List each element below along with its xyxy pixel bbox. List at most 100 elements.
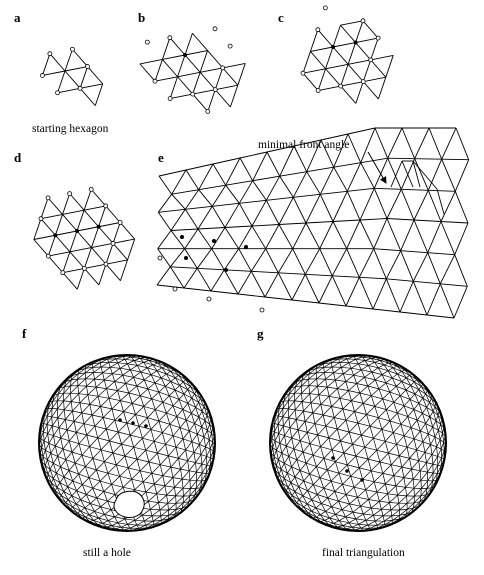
mesh-edge xyxy=(51,416,53,426)
mesh-edge xyxy=(94,417,104,427)
front-vertex xyxy=(190,91,196,97)
mesh-edge xyxy=(112,452,117,465)
mesh-edge xyxy=(117,390,121,401)
mesh-edge xyxy=(159,455,169,465)
mesh-edge xyxy=(293,145,308,172)
mesh-edge xyxy=(439,283,455,319)
mesh-edge xyxy=(107,358,110,363)
mesh-edge xyxy=(239,151,268,159)
mesh-edge xyxy=(102,520,109,524)
mesh-edge xyxy=(79,402,83,413)
mesh-edge xyxy=(151,391,160,400)
mesh-edge xyxy=(331,275,347,307)
mesh-edge xyxy=(333,166,348,192)
mesh-edge xyxy=(162,475,173,478)
mesh-edge xyxy=(169,248,186,268)
mesh-edge xyxy=(178,449,186,459)
mesh-edge xyxy=(47,433,50,444)
mesh-edge xyxy=(120,367,131,371)
mesh-edge xyxy=(127,360,135,365)
mesh-edge xyxy=(102,367,111,374)
interior-vertex xyxy=(224,268,228,272)
mesh-edge xyxy=(143,360,150,363)
mesh-edge xyxy=(118,431,131,436)
mesh-edge xyxy=(54,487,58,491)
mesh-edge xyxy=(340,24,356,43)
mesh-edge xyxy=(68,440,73,453)
mesh-edge xyxy=(250,271,266,298)
mesh-edge xyxy=(142,514,153,517)
front-vertex xyxy=(338,83,344,89)
mesh-edge xyxy=(374,187,402,190)
mesh-edge xyxy=(70,401,73,412)
mesh-edge xyxy=(385,55,394,78)
mesh-edge xyxy=(108,362,111,368)
mesh-edge xyxy=(172,427,181,437)
mesh-edge xyxy=(42,450,46,457)
mesh-edge xyxy=(138,426,143,439)
mesh-edge xyxy=(133,377,138,387)
mesh-edge xyxy=(162,37,171,60)
mesh-edge xyxy=(302,51,311,74)
mesh-edge xyxy=(168,455,172,468)
mesh-edge xyxy=(84,263,107,269)
front-vertex xyxy=(375,35,381,41)
mesh-edge xyxy=(117,518,125,524)
mesh-edge xyxy=(64,66,88,72)
mesh-edge xyxy=(76,423,85,433)
panel-label-d: d xyxy=(14,150,22,165)
mesh-edge xyxy=(180,469,183,480)
mesh-edge xyxy=(156,485,166,495)
mesh-edge xyxy=(86,425,96,436)
mesh-edge xyxy=(265,248,279,274)
mesh-edge xyxy=(277,272,293,301)
mesh-edge xyxy=(355,20,364,43)
front-vertex xyxy=(38,216,44,222)
mesh-edge xyxy=(180,460,188,470)
sphere-f xyxy=(38,354,216,532)
mesh-edge xyxy=(106,388,110,399)
mesh-edge xyxy=(151,464,161,474)
mesh-edge xyxy=(304,248,321,275)
mesh-edge xyxy=(108,358,117,363)
mesh-edge xyxy=(119,467,129,477)
mesh-edge xyxy=(106,428,119,433)
mesh-edge xyxy=(124,518,135,521)
mesh-edge xyxy=(159,502,169,511)
mesh-edge xyxy=(399,281,414,313)
mesh-edge xyxy=(72,48,88,67)
mesh-edge xyxy=(104,509,112,515)
mesh-edge xyxy=(106,381,115,389)
mesh-edge xyxy=(91,226,100,248)
mesh-edge xyxy=(122,478,132,488)
mesh-edge xyxy=(120,523,128,528)
mesh-edge xyxy=(96,497,108,502)
mesh-edge xyxy=(184,228,199,249)
mesh-edge xyxy=(99,362,102,368)
mesh-edge xyxy=(136,458,149,463)
mesh-edge xyxy=(306,139,322,172)
mesh-edge xyxy=(154,483,165,487)
mesh-edge xyxy=(95,387,99,397)
front-vertex xyxy=(45,253,51,259)
mesh-edge xyxy=(49,463,54,470)
front-vertex xyxy=(88,186,94,192)
mesh-edge xyxy=(427,190,442,222)
mesh-edge xyxy=(144,515,153,522)
mesh-edge xyxy=(124,358,135,361)
mesh-edge xyxy=(155,409,167,414)
mesh-edge xyxy=(102,372,105,381)
mesh-edge xyxy=(215,84,238,91)
mesh-edge xyxy=(169,37,186,56)
front-vertex xyxy=(110,240,116,246)
mesh-edge xyxy=(145,441,155,451)
mesh-edge xyxy=(147,364,154,369)
mesh-edge xyxy=(51,416,58,419)
mesh-edge xyxy=(123,486,135,491)
mesh-edge xyxy=(170,467,174,478)
mesh-edge xyxy=(99,480,105,492)
mesh-edge xyxy=(84,268,100,286)
mesh-edge xyxy=(83,247,92,269)
mesh-edge xyxy=(115,464,121,477)
mesh-edge xyxy=(77,385,80,394)
